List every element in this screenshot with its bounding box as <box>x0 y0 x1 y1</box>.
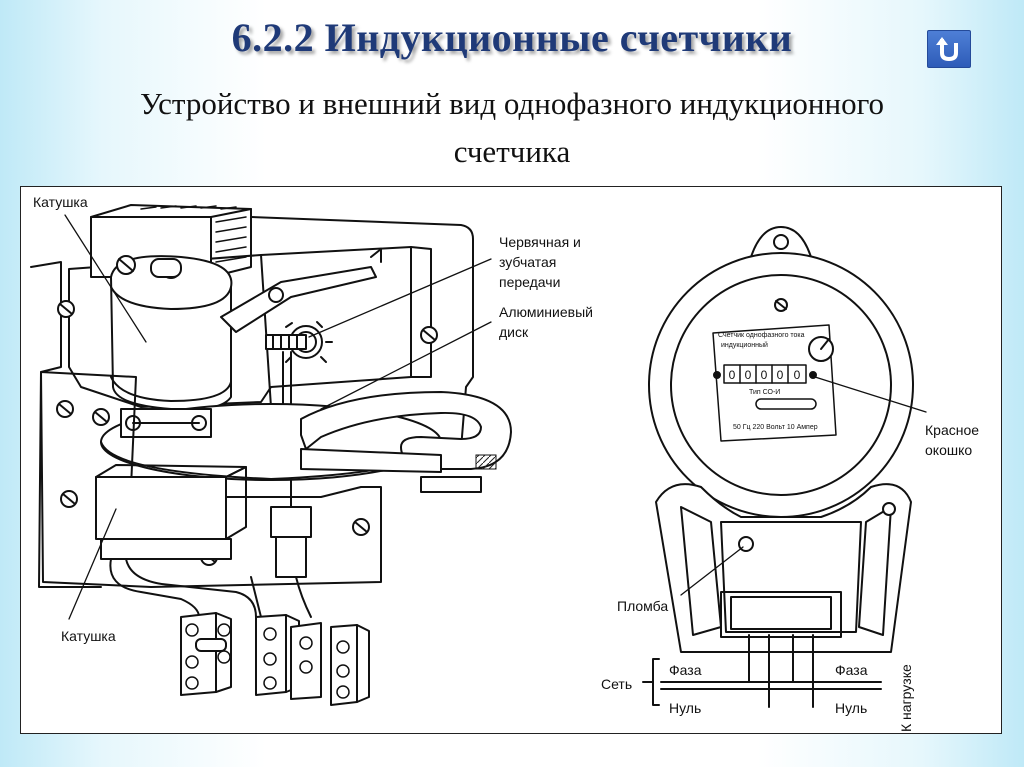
label-worm-gear-2: зубчатая <box>499 254 556 270</box>
label-red-window-1: Красное <box>925 422 979 438</box>
counter-digit: 0 <box>761 368 768 382</box>
leader-lines-right <box>680 376 927 596</box>
label-coil-bottom: Катушка <box>61 628 116 644</box>
nameplate-line: Тип СО-И <box>749 389 780 396</box>
label-coil-top: Катушка <box>33 194 88 210</box>
subtitle-line-1: Устройство и внешний вид однофазного инд… <box>139 86 885 121</box>
label-neutral-right: Нуль <box>835 700 867 716</box>
counter-digits: 0 0 0 0 0 <box>729 368 801 382</box>
subtitle-line-2: счетчика <box>453 134 571 169</box>
counter-digit: 0 <box>729 368 736 382</box>
label-aluminum-disk-1: Алюминиевый <box>499 304 593 320</box>
label-network: Сеть <box>601 676 632 692</box>
label-phase-left: Фаза <box>669 662 702 678</box>
slide-title: 6.2.2 Индукционные счетчики <box>231 15 793 60</box>
worm-gear <box>265 321 333 363</box>
return-arrow-icon <box>936 37 958 62</box>
label-to-load: К нагрузке <box>898 664 914 732</box>
label-neutral-left: Нуль <box>669 700 701 716</box>
label-worm-gear-1: Червячная и <box>499 234 581 250</box>
meter-exterior-drawing <box>642 226 914 708</box>
leader-lines-left <box>64 214 492 620</box>
slide-subtitle: Устройство и внешний вид однофазного инд… <box>0 80 1024 176</box>
return-button[interactable] <box>927 30 971 68</box>
terminal-block <box>180 612 370 706</box>
label-aluminum-disk-2: диск <box>499 324 529 340</box>
counter-digit: 0 <box>777 368 784 382</box>
nameplate-line: индукционный <box>721 341 768 349</box>
counter-digit: 0 <box>794 368 801 382</box>
diagram-panel: 0 0 0 0 0 Счетчик однофазного тока индук… <box>20 186 1002 734</box>
nameplate-line: 50 Гц 220 Вольт 10 Ампер <box>733 424 818 431</box>
label-worm-gear-3: передачи <box>499 274 560 290</box>
current-coil <box>95 464 247 560</box>
label-seal: Пломба <box>617 598 668 614</box>
label-red-window-2: окошко <box>925 442 972 458</box>
nameplate-text: Счетчик однофазного тока индукционный Ти… <box>718 332 818 431</box>
nameplate-line: Счетчик однофазного тока <box>718 332 805 339</box>
counter-digit: 0 <box>745 368 752 382</box>
label-phase-right: Фаза <box>835 662 868 678</box>
meter-diagram: 0 0 0 0 0 Счетчик однофазного тока индук… <box>30 194 979 732</box>
meter-mechanism-drawing <box>30 204 512 706</box>
